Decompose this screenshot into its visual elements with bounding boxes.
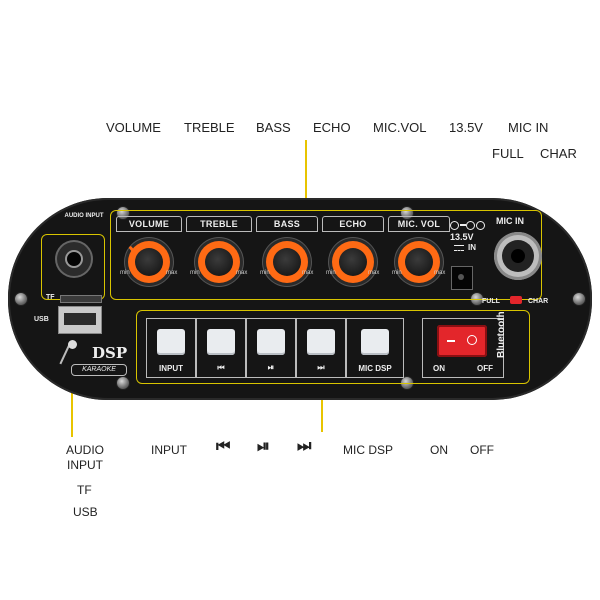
dc-in-text: IN: [468, 243, 476, 252]
label-volume: VOLUME: [106, 120, 161, 135]
label-mic-in: MIC IN: [508, 120, 549, 135]
next-icon: ⏭: [297, 438, 312, 455]
char-text: CHAR: [528, 298, 549, 305]
switch-on-text: ON: [433, 364, 445, 373]
screw-bottom-left: [116, 376, 130, 390]
knob-echo[interactable]: ECHO min max: [322, 216, 384, 296]
label-audio-input: AUDIO INPUT: [66, 443, 105, 472]
knob-treble[interactable]: TREBLE min max: [186, 216, 252, 296]
screw-right: [572, 292, 586, 306]
knob-label: BASS: [256, 216, 318, 232]
next-button[interactable]: ⏭: [296, 318, 346, 378]
mic-icon: [68, 340, 77, 349]
next-icon: ⏭: [317, 363, 325, 372]
amplifier-panel: AUDIO INPUT TF USB DSP KARAOKE VOLUME mi…: [8, 198, 592, 400]
play-pause-icon: ⏯: [267, 363, 275, 372]
brand-karaoke: KARAOKE: [71, 364, 127, 376]
leader-line-left: [71, 355, 73, 437]
dc-polarity-icon: [450, 220, 486, 230]
mic-in-text: MIC IN: [496, 216, 524, 226]
bluetooth-text: Bluetooth: [496, 311, 507, 358]
input-button[interactable]: INPUT: [146, 318, 196, 378]
prev-icon: ⏮: [216, 438, 231, 455]
mic-in-jack[interactable]: [494, 232, 542, 280]
dc-voltage-text: 13.5V: [450, 232, 474, 242]
power-switch[interactable]: [437, 325, 487, 357]
prev-icon: ⏮: [217, 363, 225, 372]
knob-label: MIC. VOL: [388, 216, 450, 232]
play-pause-icon: ⏯: [257, 438, 270, 455]
label-off: OFF: [470, 443, 494, 457]
prev-button[interactable]: ⏮: [196, 318, 246, 378]
audio-jack[interactable]: [57, 242, 91, 276]
label-dc-in: 13.5V: [449, 120, 483, 135]
leader-line-bottom: [321, 388, 323, 432]
label-bass: BASS: [256, 120, 291, 135]
knob-volume[interactable]: VOLUME min max: [116, 216, 182, 296]
switch-off-text: OFF: [477, 364, 493, 373]
knob-label: ECHO: [322, 216, 384, 232]
label-on: ON: [430, 443, 448, 457]
label-full: FULL: [492, 146, 524, 161]
usb-port[interactable]: [58, 306, 102, 334]
button-section-box: [136, 310, 530, 384]
power-switch-cell: ON OFF: [422, 318, 504, 378]
knob-bass[interactable]: BASS min max: [256, 216, 318, 296]
mic-dsp-button[interactable]: MIC DSP: [346, 318, 404, 378]
label-char: CHAR: [540, 146, 577, 161]
usb-text: USB: [34, 316, 49, 323]
screw-left: [14, 292, 28, 306]
label-tf: TF: [77, 483, 92, 497]
tf-text: TF: [46, 294, 55, 301]
label-mic-dsp: MIC DSP: [343, 443, 394, 457]
label-usb: USB: [73, 505, 98, 519]
audio-input-text: AUDIO INPUT: [64, 213, 104, 219]
label-mic-vol: MIC.VOL: [373, 120, 427, 135]
full-text: FULL: [482, 298, 500, 305]
play-pause-button[interactable]: ⏯: [246, 318, 296, 378]
dc-symbol-icon: [454, 245, 464, 251]
dc-jack[interactable]: [451, 266, 473, 290]
label-treble: TREBLE: [184, 120, 235, 135]
knob-mic-vol[interactable]: MIC. VOL min max: [388, 216, 450, 296]
leader-line-top: [305, 140, 307, 210]
tf-slot[interactable]: [60, 295, 102, 303]
knob-label: VOLUME: [116, 216, 182, 232]
charge-led: [510, 296, 522, 304]
brand-dsp: DSP: [92, 344, 128, 362]
knob-label: TREBLE: [186, 216, 252, 232]
label-input: INPUT: [151, 443, 187, 457]
label-echo: ECHO: [313, 120, 351, 135]
